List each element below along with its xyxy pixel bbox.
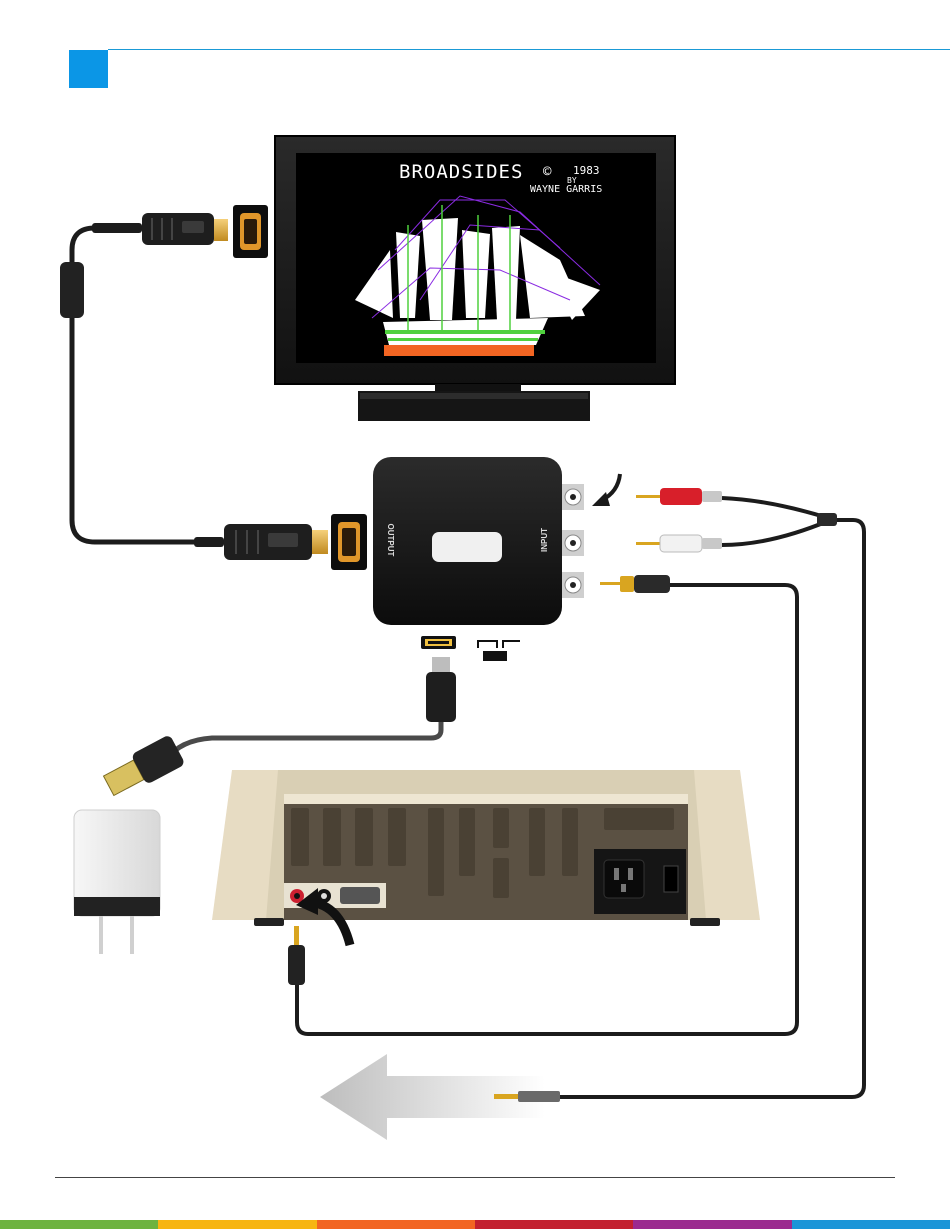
- y-splitter: [817, 513, 837, 526]
- rca-jack-audio-right: [562, 484, 584, 510]
- hdmi-plug-bottom: [194, 524, 328, 560]
- copyright-year: 1983: [573, 164, 600, 177]
- mini-usb-port-icon: [421, 636, 456, 649]
- author-name: WAYNE GARRIS: [530, 184, 602, 195]
- footer-color-bar: [0, 1220, 950, 1229]
- footer-color-stripe: [0, 1220, 158, 1229]
- footer-color-stripe: [317, 1220, 475, 1229]
- rca-plug-red: [636, 488, 722, 505]
- computer-rear-panel: [212, 770, 760, 926]
- footer-color-stripe: [633, 1220, 791, 1229]
- copyright-symbol: ©: [543, 164, 552, 180]
- mini-usb-plug: [426, 657, 456, 722]
- output-label: OUTPUT: [386, 524, 395, 557]
- input-label: INPUT: [540, 528, 549, 552]
- rca-jack-video: [562, 572, 584, 598]
- hdmi-port-icon: [331, 514, 367, 570]
- power-switch-icon: [478, 641, 520, 661]
- footer-color-stripe: [158, 1220, 316, 1229]
- footer-color-stripe: [475, 1220, 633, 1229]
- rca-jack-audio-left: [562, 530, 584, 556]
- rca-plug-white: [636, 535, 722, 552]
- hdmi-cable: [72, 228, 200, 542]
- footer-color-stripe: [792, 1220, 950, 1229]
- av-to-hdmi-adapter: OUTPUT INPUT: [373, 457, 584, 625]
- curved-arrow-icon: [592, 474, 620, 506]
- hdmi-port-icon: [233, 205, 268, 258]
- rca-plug-computer: [288, 926, 305, 985]
- rca-plug-video: [600, 575, 670, 593]
- game-title: BROADSIDES: [399, 161, 523, 183]
- television: BROADSIDES © 1983 BY WAYNE GARRIS: [275, 136, 675, 421]
- usb-wall-charger: [74, 810, 160, 954]
- hdmi-plug-top: [92, 213, 228, 245]
- footer-rule: [55, 1177, 895, 1178]
- usb-power-cable: [166, 722, 441, 760]
- usb-a-plug: [101, 734, 186, 801]
- cable-ferrite-core: [60, 262, 84, 318]
